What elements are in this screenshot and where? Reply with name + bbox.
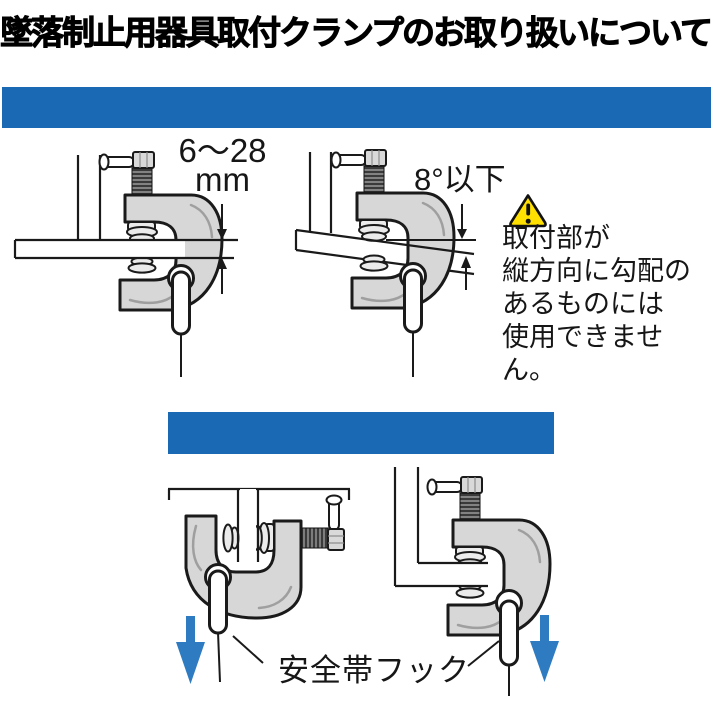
safety-hook xyxy=(499,599,519,667)
angle-dimension-arrows xyxy=(457,204,471,290)
top-right-clamp-diagram xyxy=(294,148,476,377)
hook-label: 安全帯フック xyxy=(278,653,470,688)
top-left-clamp-diagram xyxy=(13,150,238,377)
safety-hook xyxy=(171,270,191,336)
safety-hook xyxy=(208,569,228,635)
leader-line xyxy=(232,635,264,664)
warning-triangle-icon xyxy=(509,194,547,228)
clamp-illustration xyxy=(426,475,552,637)
blue-divider-bar-middle xyxy=(168,412,554,454)
warning-text: 取付部が 縦方向に勾配の あるものには 使用できません。 xyxy=(502,223,691,385)
bottom-left-clamp-diagram xyxy=(167,487,351,684)
max-angle-label: 8°以下 xyxy=(414,162,506,197)
safety-hook xyxy=(403,268,423,334)
thickness-dimension-arrows xyxy=(217,204,227,294)
page-title: 墜落制止用器具取付クランプのお取り扱いについて xyxy=(0,14,713,52)
leader-line xyxy=(467,640,500,667)
thickness-range-label: 6〜28 mm xyxy=(178,132,267,198)
down-arrow-icon xyxy=(530,615,559,682)
lanyard-wire xyxy=(217,631,221,683)
bottom-right-clamp-diagram xyxy=(393,467,559,696)
down-arrow-icon xyxy=(176,616,205,684)
blue-divider-bar-top xyxy=(2,87,711,128)
